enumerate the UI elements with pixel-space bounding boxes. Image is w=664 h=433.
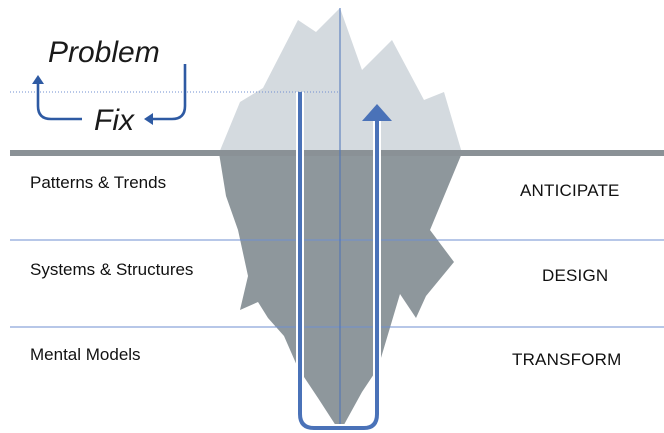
u-loop-arrow: [298, 92, 379, 430]
waterline: [10, 150, 664, 156]
action-label-transform: TRANSFORM: [512, 350, 622, 369]
level-label-mental-models: Mental Models: [30, 345, 141, 364]
loop-up-arrow-icon: [32, 75, 44, 84]
fix-label: Fix: [94, 104, 134, 137]
level-label-systems: Systems & Structures: [30, 260, 194, 279]
problem-label: Problem: [48, 36, 160, 69]
loop-left-arrow-icon: [144, 113, 153, 125]
action-label-design: DESIGN: [542, 266, 609, 285]
level-label-patterns: Patterns & Trends: [30, 173, 167, 192]
loop-right-bracket: [152, 64, 187, 121]
loop-left-bracket: [36, 84, 82, 121]
up-arrow-icon: [362, 104, 392, 121]
action-label-anticipate: ANTICIPATE: [520, 181, 620, 200]
